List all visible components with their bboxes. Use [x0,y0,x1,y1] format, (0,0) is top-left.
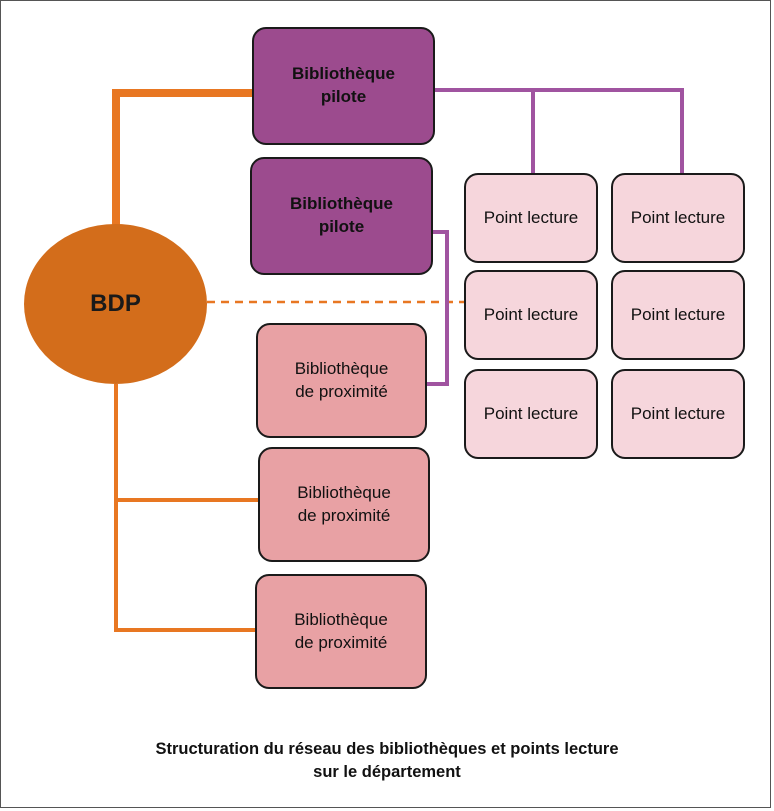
bibliotheque-pilote-node: Bibliothèque pilote [252,27,435,145]
point-lecture-label: Point lecture [630,304,726,324]
bibliotheque-proximite-node: Bibliothèque de proximité [258,447,430,562]
node-label-line1: Bibliothèque [292,64,395,84]
diagram-caption: Structuration du réseau des bibliothèque… [0,738,774,784]
point-lecture-node: Point lecture [464,173,598,263]
node-label-line1: Bibliothèque [294,609,388,629]
node-label-line1: Bibliothèque [294,358,389,378]
node-label-line2: de proximité [297,505,391,525]
point-lecture-label: Point lecture [630,207,726,227]
bibliotheque-pilote-node: Bibliothèque pilote [250,157,433,275]
caption-line2: sur le département [313,763,461,782]
connector-bdp-pilote [112,89,253,226]
point-lecture-label: Point lecture [630,403,726,423]
point-lecture-node: Point lecture [611,173,745,263]
bdp-label: BDP [90,290,141,317]
node-label-line2: de proximité [295,381,388,401]
node-label-line2: pilote [318,217,365,236]
connector-bdp-proximite [114,384,259,632]
connector-pilote-proximite [426,230,449,386]
point-lecture-label: Point lecture [483,207,579,227]
point-lecture-label: Point lecture [483,403,579,423]
point-lecture-label: Point lecture [483,304,579,324]
point-lecture-node: Point lecture [611,270,745,360]
point-lecture-node: Point lecture [464,270,598,360]
node-label-line1: Bibliothèque [297,482,391,502]
bibliotheque-proximite-node: Bibliothèque de proximité [256,323,427,438]
node-label-line2: pilote [320,87,367,106]
node-label-line2: de proximité [294,632,388,652]
node-label-line1: Bibliothèque [290,194,393,214]
point-lecture-node: Point lecture [464,369,598,459]
connector-pilote-points [434,88,684,175]
caption-line1: Structuration du réseau des bibliothèque… [155,740,619,758]
bdp-node: BDP [24,224,207,384]
bibliotheque-proximite-node: Bibliothèque de proximité [255,574,427,689]
point-lecture-node: Point lecture [611,369,745,459]
